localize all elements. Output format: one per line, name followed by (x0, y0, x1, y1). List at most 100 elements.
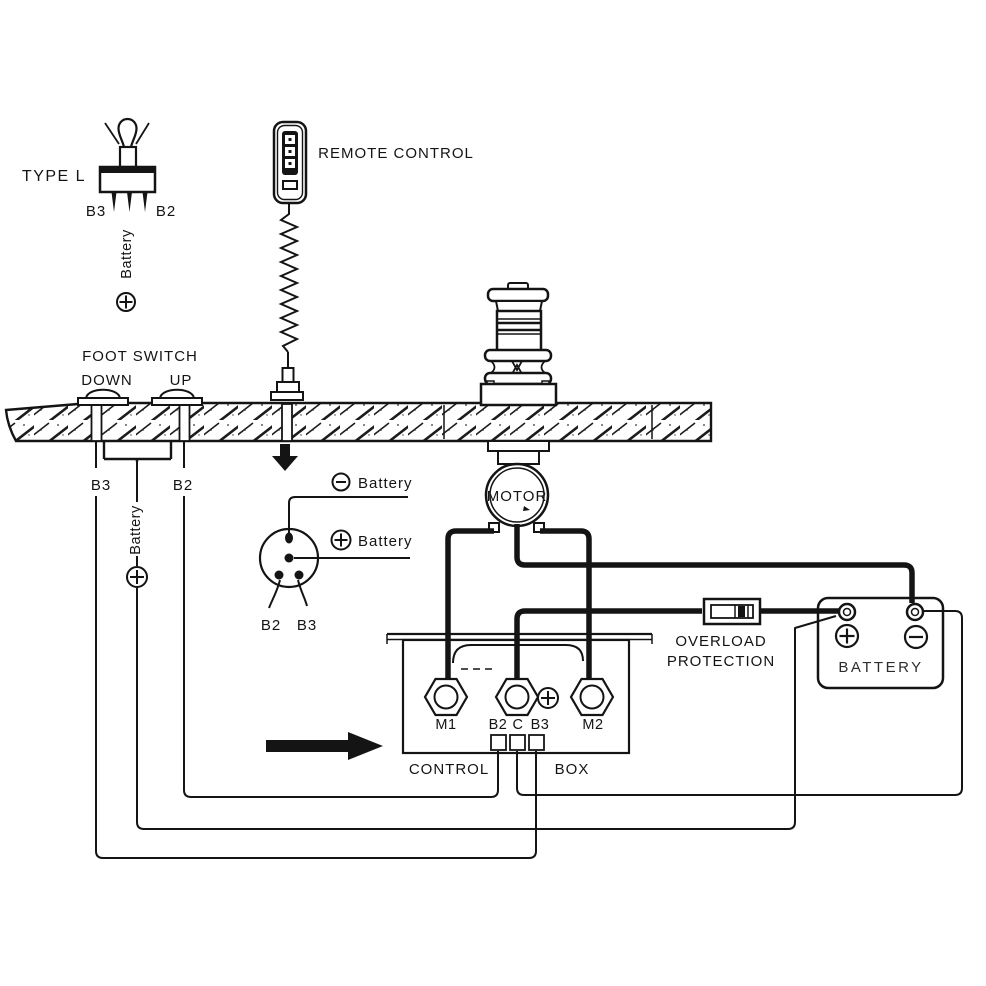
terminal-m2-label: M2 (582, 717, 603, 733)
windlass-lower-flange (483, 371, 553, 386)
windlass-top-flange (486, 287, 550, 303)
footswitch-b2-label: B2 (173, 477, 193, 494)
remote-control: REMOTE CONTROL (270, 120, 474, 401)
motor-label: MOTOR (487, 488, 548, 505)
wire-battery-positive-feed (136, 461, 837, 830)
motor-mark (523, 506, 530, 511)
windlass-base (479, 382, 558, 407)
toggle-throw-line-left (104, 122, 120, 145)
connector-lead-b3 (297, 579, 308, 607)
battery-negative-post-center (910, 607, 920, 617)
remote-plug-base-plate (270, 391, 304, 401)
control-label: CONTROL (409, 761, 489, 778)
up-switch-dome (158, 388, 196, 399)
wire-c-to-battery-negative (516, 610, 963, 796)
remote-control-label: REMOTE CONTROL (318, 145, 474, 162)
connector-b3-label: B3 (297, 617, 317, 634)
remote-button-dot (288, 150, 292, 153)
connector-positive-label: Battery (358, 533, 413, 550)
toggle-neck (118, 145, 138, 169)
wire-box-to-overload (514, 608, 702, 681)
wire-motor-to-m1 (445, 528, 494, 681)
wiring-thick (445, 524, 915, 681)
deck-band (4, 401, 713, 443)
fuse-window (710, 604, 754, 619)
remote-slot (282, 180, 298, 190)
footswitch-bracket (102, 441, 173, 462)
toggle-b2-label: B2 (156, 203, 176, 220)
remote-plug-collar (276, 381, 300, 393)
connector-pin-center (284, 553, 294, 563)
up-switch-shaft (178, 403, 191, 442)
wire-connector-negative (288, 496, 408, 533)
connector-pin-b3 (294, 570, 304, 580)
minus-icon (331, 472, 351, 492)
toggle-pin (142, 192, 148, 212)
plus-icon (126, 566, 148, 588)
fuse-element (738, 606, 745, 617)
toggle-body-top-bar (100, 167, 155, 173)
overload-label-line2: PROTECTION (667, 653, 775, 670)
wiring-thin: B3 B2 Battery (91, 441, 963, 859)
battery-negative-post (905, 602, 925, 622)
wire-motor-to-battery-negative (514, 524, 915, 603)
down-label: DOWN (81, 372, 133, 389)
connector-negative-label: Battery (358, 475, 413, 492)
plus-icon (116, 292, 136, 312)
right-arrow-icon (266, 732, 383, 760)
remote-plug-body (281, 367, 295, 383)
overload-protection: OVERLOAD PROTECTION (667, 597, 775, 670)
toggle-b3-label: B3 (86, 203, 106, 220)
plus-icon (537, 687, 559, 709)
terminal-c-label: C (513, 717, 524, 733)
battery: BATTERY (834, 602, 929, 676)
motor-neck (497, 450, 540, 465)
overload-label-line1: OVERLOAD (675, 633, 766, 650)
footswitch-b3-label: B3 (91, 477, 111, 494)
battery-positive-post (837, 602, 857, 622)
remote-coiled-cord (278, 203, 300, 353)
remote-button-dot (288, 162, 292, 165)
toggle-throw-line-right (135, 122, 150, 145)
terminal-b2-label: B2 (489, 717, 508, 733)
toggle-pin (127, 192, 132, 212)
battery-positive-post-center (842, 607, 852, 617)
minus-icon (903, 624, 929, 650)
remote-handset-inner (276, 124, 304, 201)
terminal-c-stud (504, 684, 530, 710)
remote-button-dot (288, 138, 292, 141)
down-switch-dome (84, 388, 122, 399)
terminal-b3-label: B3 (531, 717, 550, 733)
terminal-m2-stud (579, 684, 605, 710)
down-switch-base (77, 397, 129, 406)
foot-switch-title: FOOT SWITCH (82, 348, 198, 365)
windlass-mid-flange (483, 348, 553, 363)
wire-footswitch-b2-run (183, 441, 499, 798)
toggle-battery-label: Battery (119, 229, 135, 279)
deck (4, 401, 713, 443)
motor-mount-tab (533, 522, 545, 533)
motor-shaft-housing (487, 440, 550, 452)
type-l-toggle-switch: TYPE L B3 B2 Battery (22, 117, 176, 312)
terminal-m1-stud (433, 684, 459, 710)
up-label: UP (170, 372, 193, 389)
plus-icon (834, 623, 860, 649)
wire-footswitch-b3-run (95, 441, 537, 859)
down-arrow-icon (272, 444, 298, 471)
type-l-label: TYPE L (22, 168, 86, 185)
motor-body-inner (489, 467, 545, 523)
box-label: BOX (555, 761, 590, 778)
terminal-m1-label: M1 (435, 717, 456, 733)
terminal-b2-spade (490, 734, 507, 751)
up-switch-base (151, 397, 203, 406)
windlass (479, 282, 558, 407)
remote-socket-connector: Battery Battery B2 B3 (258, 472, 413, 634)
motor-assembly: MOTOR (484, 440, 550, 533)
footswitch-battery-label: Battery (128, 505, 144, 555)
plug-shaft (281, 403, 293, 442)
control-box-terminals: M1 B2 C B3 M2 CONTROL BOX (409, 677, 615, 778)
terminal-b3-spade (528, 734, 545, 751)
connector-lead-b2 (268, 579, 281, 609)
